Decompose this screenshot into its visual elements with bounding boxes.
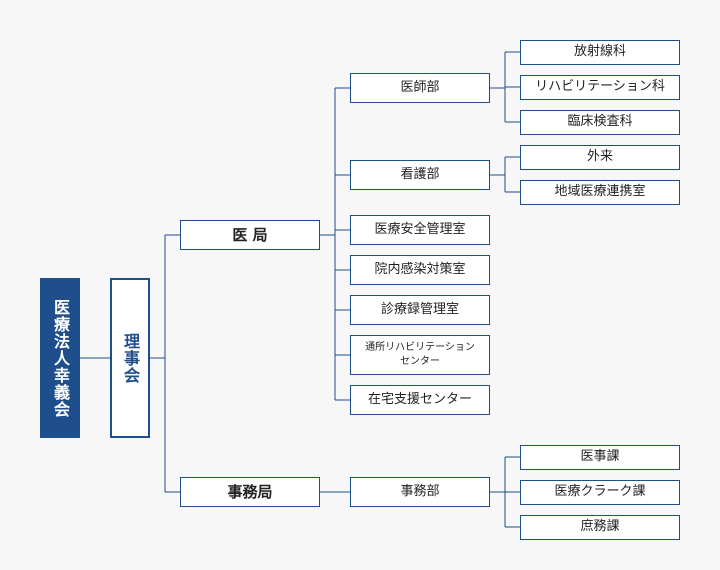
division-jimukyoku: 事務局 — [180, 477, 320, 507]
department-shinryouroku: 診療録管理室 — [350, 295, 490, 325]
section-houshasen: 放射線科 — [520, 40, 680, 65]
division-ikyoku: 医 局 — [180, 220, 320, 250]
section-label: 庶務課 — [580, 519, 620, 535]
department-kangobu: 看護部 — [350, 160, 490, 190]
section-shomu: 庶務課 — [520, 515, 680, 540]
section-label: 外来 — [586, 149, 613, 165]
section-label: 放射線科 — [573, 44, 626, 60]
department-jimubu: 事務部 — [350, 477, 490, 507]
division-label: 事務局 — [227, 482, 273, 501]
department-label: 医師部 — [400, 79, 440, 95]
department-innai-kansen: 院内感染対策室 — [350, 255, 490, 285]
section-iji: 医事課 — [520, 445, 680, 470]
section-iryou-clerk: 医療クラーク課 — [520, 480, 680, 505]
section-label: リハビリテーション科 — [535, 79, 665, 95]
section-label: 医事課 — [580, 449, 620, 465]
department-zaitaku-shien: 在宅支援センター — [350, 385, 490, 415]
section-label: 臨床検査科 — [567, 114, 633, 130]
organization-name-box: 医療法人幸義会 — [40, 278, 80, 438]
department-label: 医療安全管理室 — [374, 221, 466, 237]
department-label: 診療録管理室 — [380, 301, 459, 317]
board-name: 理事会 — [121, 332, 140, 384]
department-label: 院内感染対策室 — [374, 261, 466, 277]
section-rehab-ka: リハビリテーション科 — [520, 75, 680, 100]
board-box: 理事会 — [110, 278, 150, 438]
department-iryou-anzen: 医療安全管理室 — [350, 215, 490, 245]
section-chiiki-renkei: 地域医療連携室 — [520, 180, 680, 205]
section-label: 医療クラーク課 — [554, 484, 646, 500]
organization-name: 医療法人幸義会 — [51, 298, 70, 418]
department-label: 在宅支援センター — [367, 391, 472, 407]
division-label: 医 局 — [232, 225, 268, 244]
department-label: 事務部 — [400, 483, 440, 499]
department-ishibu: 医師部 — [350, 73, 490, 103]
department-tsusho-rehab: 通所リハビリテーション センター — [350, 335, 490, 375]
section-label: 地域医療連携室 — [554, 184, 646, 200]
section-rinsho-kensa: 臨床検査科 — [520, 110, 680, 135]
section-gairai: 外来 — [520, 145, 680, 170]
department-label: 通所リハビリテーション センター — [365, 342, 475, 367]
department-label: 看護部 — [400, 166, 440, 182]
